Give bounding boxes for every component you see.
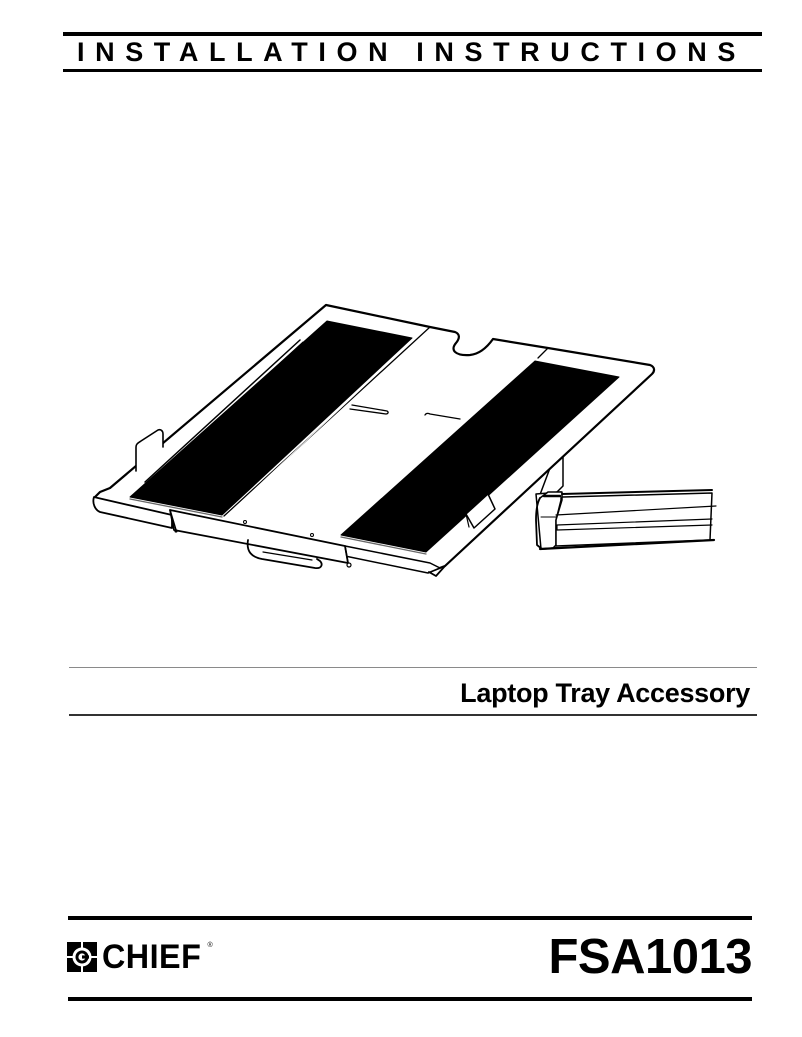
product-name: Laptop Tray Accessory xyxy=(460,678,750,708)
document-title: INSTALLATION INSTRUCTIONS xyxy=(77,37,746,67)
model-number: FSA1013 xyxy=(548,930,752,984)
brand-logo: CHIEF ® xyxy=(67,938,213,976)
product-bottom-rule xyxy=(69,714,757,716)
right-pad xyxy=(340,360,620,553)
mounting-arm xyxy=(535,451,717,551)
footer-bottom-rule xyxy=(68,997,752,1001)
side-clips xyxy=(135,428,496,529)
header-top-rule xyxy=(63,32,762,36)
laptop-tray-illustration xyxy=(92,303,717,577)
chief-logo-icon xyxy=(67,942,97,972)
footer-top-rule xyxy=(68,916,752,920)
brand-name: CHIEF xyxy=(102,938,202,976)
rubber-pads xyxy=(129,320,621,555)
front-bar xyxy=(169,509,352,570)
registered-mark: ® xyxy=(207,941,213,949)
header-bottom-rule xyxy=(63,69,762,72)
product-top-rule xyxy=(69,667,757,668)
left-pad xyxy=(129,320,413,516)
